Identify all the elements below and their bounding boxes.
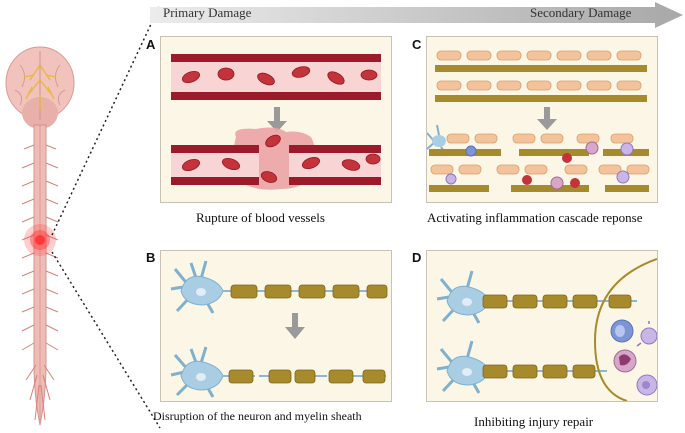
panel-b-neuron: [160, 250, 392, 402]
primary-damage-label: Primary Damage: [163, 5, 252, 20]
down-arrow-icon: [285, 313, 305, 339]
immune-cells: [445, 141, 634, 190]
lesion-boundary: [593, 258, 657, 401]
damaged-axons: [429, 133, 650, 192]
immune-cells: [610, 319, 657, 396]
panel-b-letter: B: [146, 250, 156, 265]
cns-illustration: [5, 46, 75, 426]
timeline-arrow: [150, 2, 683, 28]
panel-c-caption: Activating inflammation cascade reponse: [427, 210, 643, 225]
panel-a-rupture: [160, 36, 392, 203]
panel-b-caption: Disruption of the neuron and myelin shea…: [153, 409, 362, 423]
panel-c-letter: C: [412, 37, 422, 52]
panel-a-caption: Rupture of blood vessels: [196, 210, 325, 225]
down-arrow-icon: [267, 107, 287, 132]
myelin-intact: [230, 284, 388, 299]
myelinated-axons-intact: [435, 50, 647, 102]
myelin-damaged: [228, 369, 386, 384]
injury-site: [24, 224, 56, 256]
secondary-damage-label: Secondary Damage: [530, 5, 632, 20]
spinal-cord: [33, 124, 47, 426]
down-arrow-icon: [537, 107, 557, 130]
spinal-nerves: [21, 144, 59, 421]
brain-icon: [5, 46, 75, 129]
intact-vessel: [171, 54, 381, 100]
glial-cell-icon: [427, 124, 448, 156]
panel-d-letter: D: [412, 250, 422, 265]
panel-d-caption: Inhibiting injury repair: [474, 414, 594, 429]
panel-a-letter: A: [146, 37, 156, 52]
ruptured-vessel: [171, 127, 381, 190]
panel-d-repair: [426, 250, 658, 402]
panel-c-inflammation: [426, 36, 658, 203]
